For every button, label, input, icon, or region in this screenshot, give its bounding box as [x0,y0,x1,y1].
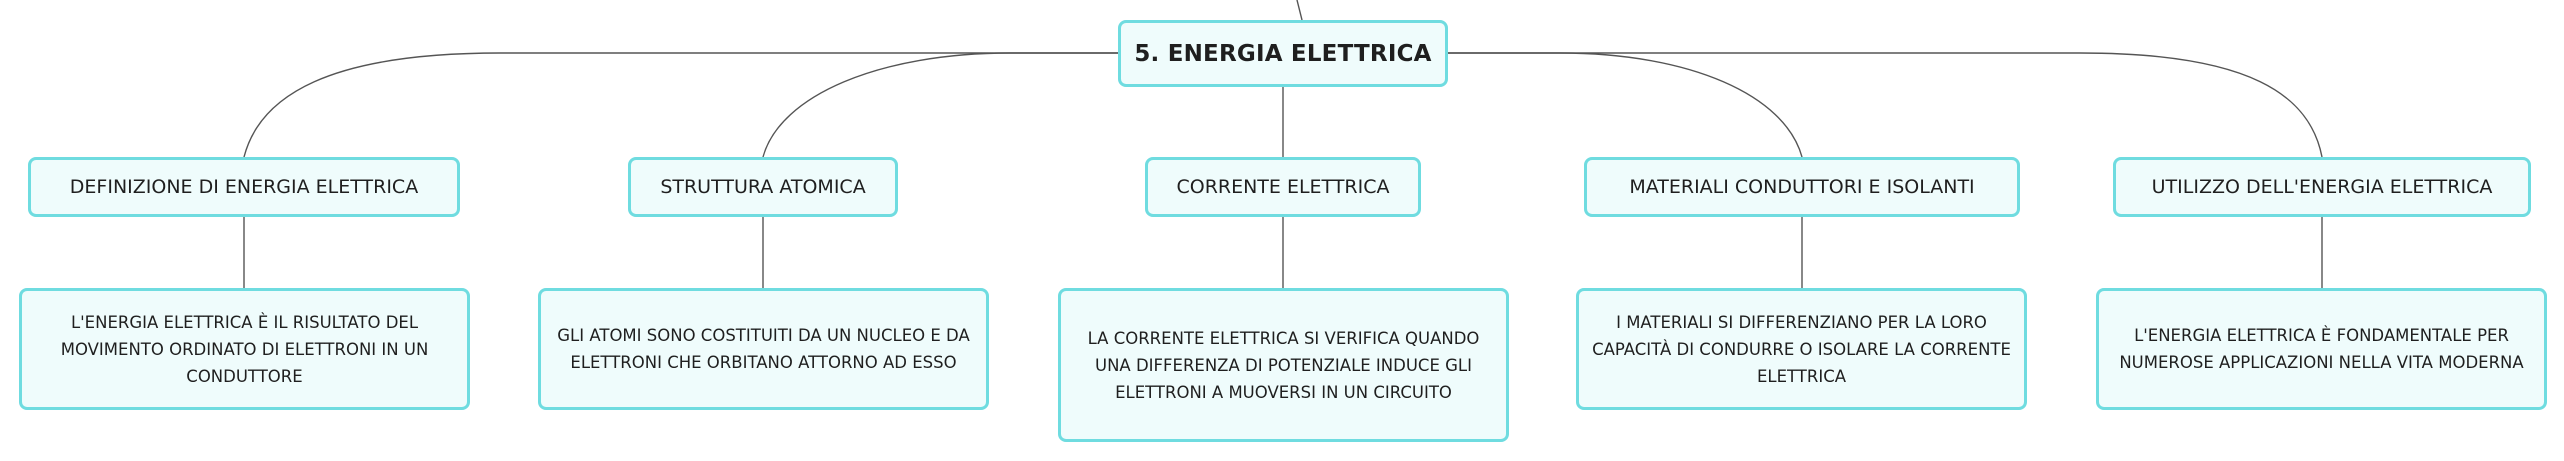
root-node[interactable]: 5. ENERGIA ELETTRICA [1118,20,1448,87]
detail-node-text: L'ENERGIA ELETTRICA È IL RISULTATO DEL M… [60,312,429,386]
detail-node-struttura-atomica[interactable]: GLI ATOMI SONO COSTITUITI DA UN NUCLEO E… [538,288,989,410]
topic-node-label: STRUTTURA ATOMICA [660,176,866,198]
detail-node-utilizzo[interactable]: L'ENERGIA ELETTRICA È FONDAMENTALE PER N… [2096,288,2547,410]
connector-parent [1296,0,1303,21]
connector-root-topic1 [243,52,1118,158]
connector-root-topic5 [1448,52,2323,158]
topic-node-label: UTILIZZO DELL'ENERGIA ELETTRICA [2151,176,2493,198]
detail-node-corrente-elettrica[interactable]: LA CORRENTE ELETTRICA SI VERIFICA QUANDO… [1058,288,1509,442]
connector-root-topic4 [1448,52,1803,158]
detail-node-text: I MATERIALI SI DIFFERENZIANO PER LA LORO… [1592,312,2011,386]
detail-node-text: LA CORRENTE ELETTRICA SI VERIFICA QUANDO… [1087,328,1480,402]
detail-node-text: GLI ATOMI SONO COSTITUITI DA UN NUCLEO E… [557,326,970,372]
topic-node-definizione[interactable]: DEFINIZIONE DI ENERGIA ELETTRICA [28,157,460,217]
topic-node-label: DEFINIZIONE DI ENERGIA ELETTRICA [69,176,419,198]
root-node-label: 5. ENERGIA ELETTRICA [1134,40,1432,67]
topic-node-label: MATERIALI CONDUTTORI E ISOLANTI [1629,176,1975,198]
topic-node-materiali[interactable]: MATERIALI CONDUTTORI E ISOLANTI [1584,157,2020,217]
detail-node-text: L'ENERGIA ELETTRICA È FONDAMENTALE PER N… [2119,326,2524,372]
detail-node-materiali[interactable]: I MATERIALI SI DIFFERENZIANO PER LA LORO… [1576,288,2027,410]
connector-root-topic2 [762,52,1118,158]
topic-node-corrente-elettrica[interactable]: CORRENTE ELETTRICA [1145,157,1421,217]
topic-node-label: CORRENTE ELETTRICA [1176,176,1390,198]
topic-node-utilizzo[interactable]: UTILIZZO DELL'ENERGIA ELETTRICA [2113,157,2531,217]
topic-node-struttura-atomica[interactable]: STRUTTURA ATOMICA [628,157,898,217]
detail-node-definizione[interactable]: L'ENERGIA ELETTRICA È IL RISULTATO DEL M… [19,288,470,410]
